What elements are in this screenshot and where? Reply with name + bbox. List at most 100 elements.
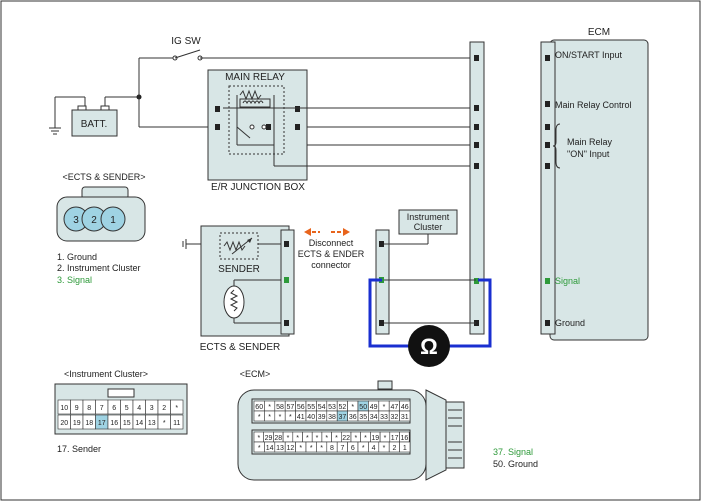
ic-row1-pin-label: 8 xyxy=(87,405,91,412)
ecm-row2-pin-label: 37 xyxy=(339,414,347,421)
ecm-row4-pin-label: * xyxy=(299,445,302,452)
ic-row2-pin-label: 15 xyxy=(123,420,131,427)
ecm-row3-pin-label: 22 xyxy=(342,435,350,442)
ecm-row2-pin-label: * xyxy=(279,414,282,421)
ects-sender-header: <ECTS & SENDER> xyxy=(62,172,145,182)
ecm-row1-pin-label: 46 xyxy=(401,404,409,411)
ecm-row2-pin-label: 36 xyxy=(349,414,357,421)
ic-row2-pin-label: 16 xyxy=(110,420,118,427)
ic-row2-pin-label: 14 xyxy=(135,420,143,427)
disconnect-line-3: connector xyxy=(311,260,351,270)
ecm-row4-cell xyxy=(399,441,411,453)
ecm-title: ECM xyxy=(588,27,610,38)
ic-legend: 17. Sender xyxy=(57,444,101,454)
ects-sender-block xyxy=(200,225,290,337)
ic-row2-pin-label: 11 xyxy=(173,420,180,427)
ecm-row1-pin-label: * xyxy=(383,404,386,411)
ecm-row1-pin-label: * xyxy=(268,404,271,411)
ig-sw-label: IG SW xyxy=(171,36,201,47)
ecm-row4-pin-label: 14 xyxy=(266,445,274,452)
ohmmeter xyxy=(408,325,450,367)
ecm-row1-pin-label: 53 xyxy=(328,404,336,411)
ecm-legend-2: 50. Ground xyxy=(493,459,538,469)
ic-row2-pin-label: 19 xyxy=(73,420,81,427)
ects-legend-2: 2. Instrument Cluster xyxy=(57,263,141,273)
ecm-row2-pin-label: 34 xyxy=(370,414,378,421)
ic-row1-pin-label: 2 xyxy=(162,405,166,412)
ic-row1-pin-label: 5 xyxy=(125,405,129,412)
ecm-main-relay-on-2: "ON" Input xyxy=(567,149,610,159)
ecm-row4-pin-label: 12 xyxy=(287,445,295,452)
ects-pin-1: 1 xyxy=(110,215,116,226)
ecm-row3-pin-label: * xyxy=(384,435,387,442)
ecm-row4-pin-label: 2 xyxy=(392,445,396,452)
ecm-main-relay-control: Main Relay Control xyxy=(555,100,632,110)
ecm-row1-pin-label: 49 xyxy=(370,404,378,411)
ecm-row2-pin-label: 39 xyxy=(318,414,326,421)
ecm-row3-pin-label: * xyxy=(316,435,319,442)
ic-row1-cell xyxy=(170,399,184,415)
ecm-row1-pin-label: * xyxy=(351,404,354,411)
ohm-symbol: Ω xyxy=(420,334,438,359)
ic-row1-pin-label: 4 xyxy=(137,405,141,412)
ic-row1-pin-label: * xyxy=(175,405,178,412)
ic-header: <Instrument Cluster> xyxy=(64,369,148,379)
ecm-row4-pin-label: 8 xyxy=(330,445,334,452)
ecm-row4-pin-label: * xyxy=(320,445,323,452)
ecm-row2-pin-label: 32 xyxy=(391,414,399,421)
ic-row2-pin-label: 20 xyxy=(60,420,68,427)
ecm-connector-strip xyxy=(469,41,485,335)
disconnect-line-2: ECTS & ENDER xyxy=(298,249,365,259)
ecm-row3-pin-label: * xyxy=(306,435,309,442)
ecm-row1-pin-label: 50 xyxy=(359,404,367,411)
ecm-row4-pin-label: 6 xyxy=(351,445,355,452)
battery-label: BATT. xyxy=(81,119,107,130)
ecm-row4-pin-label: 4 xyxy=(372,445,376,452)
ecm-row1-pin-label: 47 xyxy=(391,404,399,411)
ecm-box xyxy=(549,39,649,341)
ects-legend-3: 3. Signal xyxy=(57,275,92,285)
ecm-row2-pin-label: 31 xyxy=(401,414,409,421)
ecm-row2-cell xyxy=(399,410,411,422)
ic-box-line-1: Instrument xyxy=(407,212,450,222)
ecm-row3-pin-label: 16 xyxy=(400,435,408,442)
ecm-row3-pin-label: * xyxy=(257,435,260,442)
ic-row2-pin-label: 18 xyxy=(85,420,93,427)
ecm-row3-pin-label: * xyxy=(354,435,357,442)
ecm-signal: Signal xyxy=(555,276,580,286)
ic-row1-pin-label: 9 xyxy=(75,405,79,412)
ecm-row2-pin-label: 35 xyxy=(359,414,367,421)
ecm-row2-pin-label: 41 xyxy=(297,414,305,421)
ecm-row1-pin-label: 55 xyxy=(307,404,315,411)
sender-label: SENDER xyxy=(218,264,260,275)
ecm-row2-pin-label: * xyxy=(289,414,292,421)
ecm-row3-pin-label: * xyxy=(335,435,338,442)
ig-switch xyxy=(174,49,201,59)
ecm-legend-1: 37. Signal xyxy=(493,447,533,457)
ecm-row3-pin-label: 28 xyxy=(274,435,282,442)
ecm-row3-pin-label: 29 xyxy=(265,435,273,442)
ic-row1-pin-label: 6 xyxy=(112,405,116,412)
battery xyxy=(71,109,118,137)
ecm-row2-pin-label: * xyxy=(258,414,261,421)
ecm-row3-pin-label: 19 xyxy=(371,435,379,442)
ects-pin-3: 3 xyxy=(73,215,79,226)
ecm-row1-pin-label: 54 xyxy=(318,404,326,411)
ic-row2-cell xyxy=(170,414,184,430)
ecm-row3-pin-label: * xyxy=(325,435,328,442)
ic-row1-pin-label: 7 xyxy=(100,405,104,412)
junction-box-label: E/R JUNCTION BOX xyxy=(211,182,305,193)
ecm-row4-pin-label: * xyxy=(310,445,313,452)
main-relay xyxy=(228,85,285,155)
junction-box xyxy=(207,69,308,181)
ecm-row1-pin-label: 60 xyxy=(255,404,263,411)
ecm-row4-pin-label: 1 xyxy=(403,445,407,452)
ecm-row3-pin-label: * xyxy=(287,435,290,442)
ects-sender-label: ECTS & SENDER xyxy=(200,342,281,353)
ecm-main-relay-on-1: Main Relay xyxy=(567,137,613,147)
ecm-conn-header: <ECM> xyxy=(240,369,271,379)
